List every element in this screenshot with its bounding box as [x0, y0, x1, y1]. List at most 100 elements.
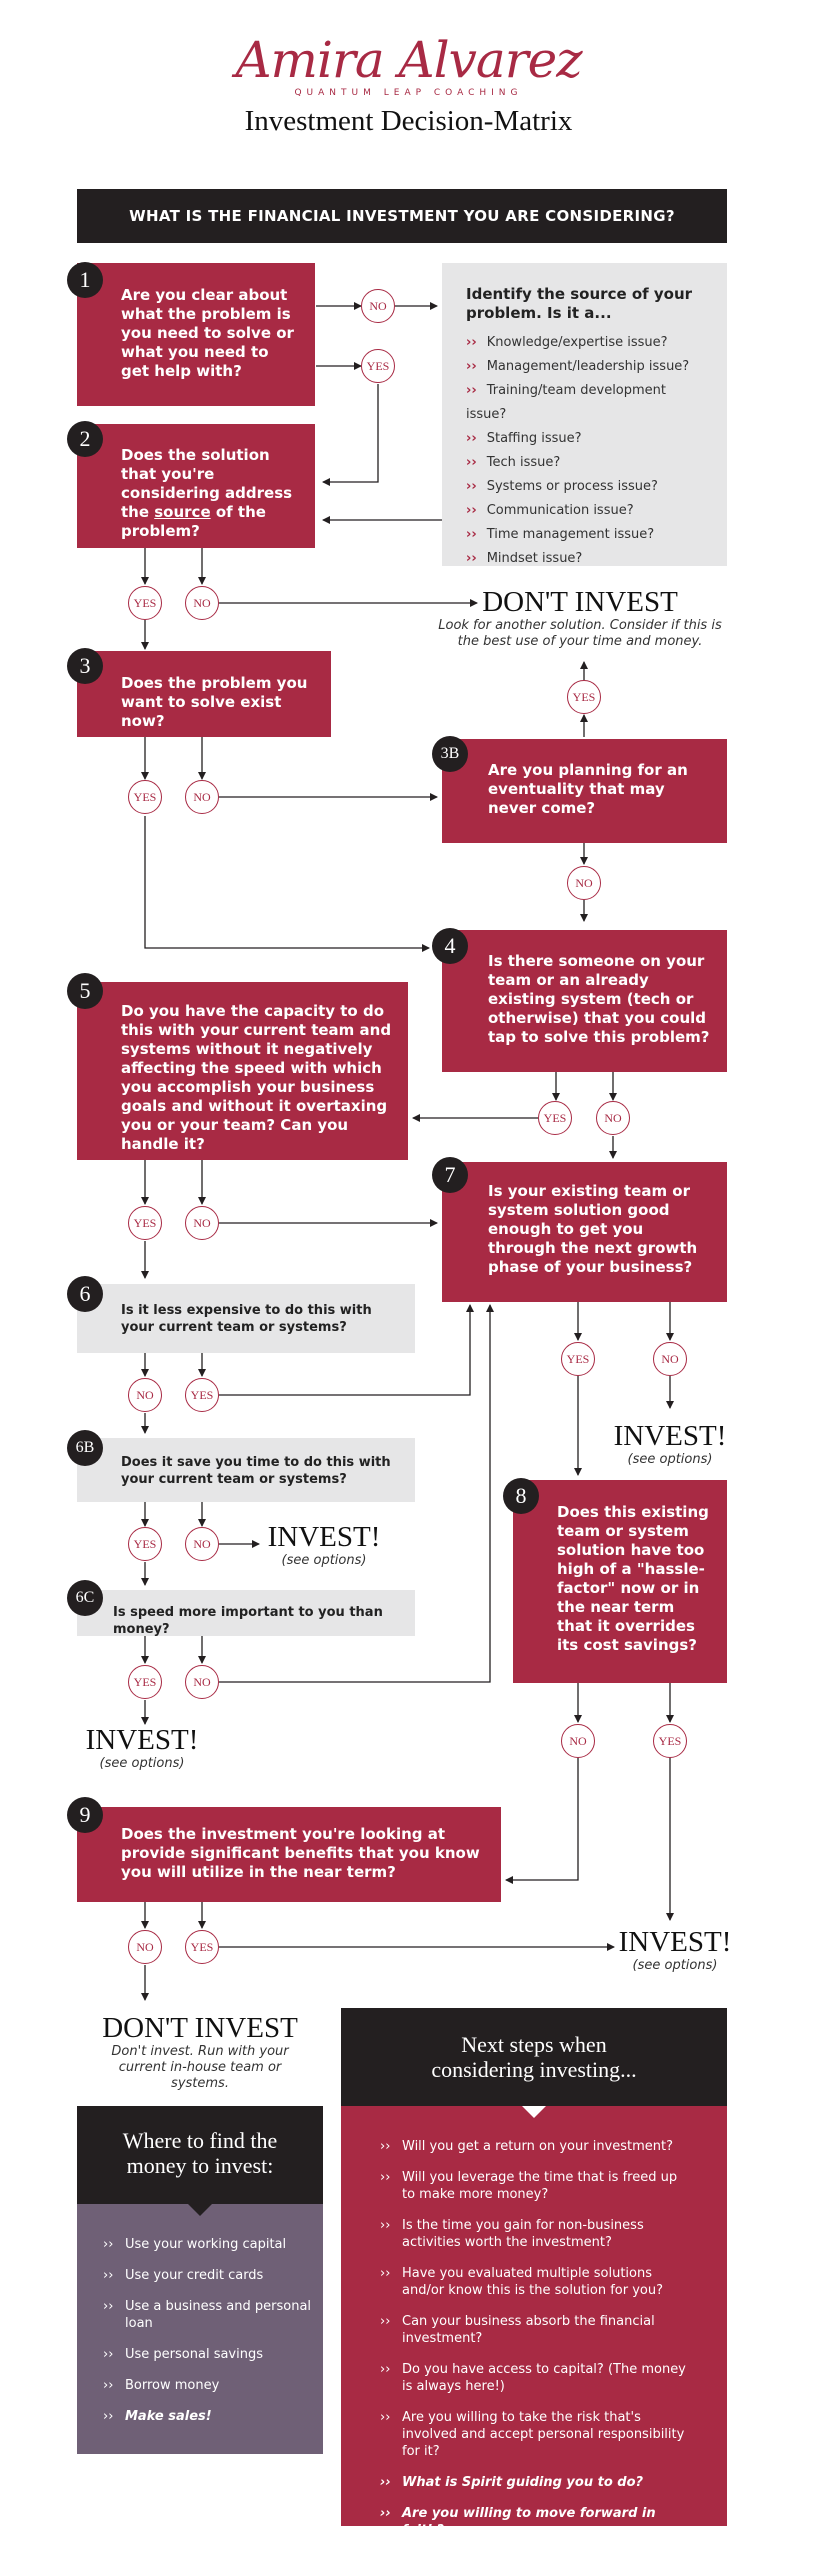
- question-9-text: Does the investment you're looking at pr…: [121, 1825, 480, 1881]
- question-7-text: Is your existing team or system solution…: [488, 1182, 698, 1276]
- question-2-text: Does the solution that you're considerin…: [121, 446, 293, 521]
- question-4-box: Is there someone on your team or an alre…: [442, 930, 727, 1072]
- q6b-yes-circle: YES: [128, 1527, 162, 1561]
- invest-outcome-q6c: INVEST! (see options): [80, 1724, 204, 1772]
- dont-invest-title-1: DON'T INVEST: [482, 586, 678, 618]
- question-6b-text: Does it save you time to do this with yo…: [121, 1455, 391, 1487]
- issue-item: Training/team development issue?: [466, 379, 707, 427]
- issue-item: Tech issue?: [466, 451, 707, 475]
- q7-yes-circle: YES: [561, 1342, 595, 1376]
- question-8-box: Does this existing team or system soluti…: [513, 1480, 727, 1683]
- question-6c-text: Is speed more important to you than mone…: [113, 1605, 383, 1637]
- question-6c-box: Is speed more important to you than mone…: [77, 1590, 415, 1637]
- issue-item: Knowledge/expertise issue?: [466, 331, 707, 355]
- question-9-number: 9: [67, 1797, 103, 1833]
- money-source-item: Use a business and personal loan: [103, 2298, 313, 2332]
- question-7-number: 7: [432, 1157, 468, 1193]
- money-panel-pointer: [188, 2204, 212, 2216]
- q3b-no-circle: NO: [567, 866, 601, 900]
- money-panel-list-wrap: Use your working capitalUse your credit …: [103, 2236, 313, 2425]
- question-3-box: Does the problem you want to solve exist…: [77, 651, 331, 737]
- question-3-number: 3: [67, 648, 103, 684]
- dont-invest-title-2: DON'T INVEST: [102, 2012, 298, 2044]
- question-6b-box: Does it save you time to do this with yo…: [77, 1438, 415, 1502]
- question-1-number: 1: [67, 262, 103, 298]
- money-last-item: ››Make sales!: [103, 2409, 212, 2424]
- q2-yes-circle: YES: [128, 586, 162, 620]
- invest-title: INVEST!: [618, 1926, 732, 1958]
- q3-yes-circle: YES: [128, 780, 162, 814]
- money-panel-header: Where to find the money to invest:: [77, 2106, 323, 2204]
- question-4-number: 4: [432, 928, 468, 964]
- question-6-box: Is it less expensive to do this with you…: [77, 1284, 415, 1353]
- next-steps-title: Next steps when considering investing...: [431, 2032, 637, 2082]
- question-3b-box: Are you planning for an eventuality that…: [442, 739, 727, 843]
- question-8-text: Does this existing team or system soluti…: [557, 1503, 709, 1654]
- next-step-item: Is the time you gain for non-business ac…: [380, 2217, 690, 2251]
- question-5-number: 5: [67, 973, 103, 1009]
- q4-no-circle: NO: [596, 1101, 630, 1135]
- next-step-item: Will you get a return on your investment…: [380, 2138, 690, 2155]
- issue-item: Communication issue?: [466, 499, 707, 523]
- brand-tagline: QUANTUM LEAP COACHING: [294, 88, 523, 98]
- see-options-note: (see options): [632, 1958, 718, 1973]
- q4-yes-circle: YES: [538, 1101, 572, 1135]
- question-9-box: Does the investment you're looking at pr…: [77, 1807, 501, 1902]
- question-1-text: Are you clear about what the problem is …: [121, 286, 294, 380]
- question-2-number: 2: [67, 421, 103, 457]
- q3-no-circle: NO: [185, 780, 219, 814]
- question-3-text: Does the problem you want to solve exist…: [121, 674, 308, 730]
- q6c-no-circle: NO: [185, 1665, 219, 1699]
- question-6c-number: 6C: [67, 1580, 103, 1616]
- next-steps-header: Next steps when considering investing...: [341, 2008, 727, 2106]
- question-1-box: Are you clear about what the problem is …: [77, 263, 315, 406]
- question-8-number: 8: [503, 1478, 539, 1514]
- make-sales-text: Make sales!: [125, 2409, 212, 2424]
- q9-yes-circle: YES: [185, 1930, 219, 1964]
- q6b-no-circle: NO: [185, 1527, 219, 1561]
- q8-yes-circle: YES: [653, 1724, 687, 1758]
- money-source-item: Use your credit cards: [103, 2267, 313, 2284]
- issue-item: Mindset issue?: [466, 547, 707, 571]
- q6c-yes-circle: YES: [128, 1665, 162, 1699]
- q3b-yes-circle: YES: [567, 680, 601, 714]
- see-options-note: (see options): [627, 1452, 713, 1467]
- question-banner: WHAT IS THE FINANCIAL INVESTMENT YOU ARE…: [77, 189, 727, 243]
- question-6-number: 6: [67, 1276, 103, 1312]
- q6-no-circle: NO: [128, 1378, 162, 1412]
- question-7-box: Is your existing team or system solution…: [442, 1162, 727, 1302]
- issue-item: Systems or process issue?: [466, 475, 707, 499]
- q9-no-circle: NO: [128, 1930, 162, 1964]
- question-2-box: Does the solution that you're considerin…: [77, 424, 315, 548]
- money-panel-title: Where to find the money to invest:: [122, 2128, 278, 2178]
- question-3b-text: Are you planning for an eventuality that…: [488, 761, 688, 817]
- next-steps-list: Will you get a return on your investment…: [380, 2138, 690, 2539]
- see-options-note: (see options): [99, 1756, 185, 1771]
- invest-title: INVEST!: [267, 1521, 381, 1553]
- q5-no-circle: NO: [185, 1206, 219, 1240]
- q7-no-circle: NO: [653, 1342, 687, 1376]
- question-4-text: Is there someone on your team or an alre…: [488, 952, 710, 1046]
- money-list: Use your working capitalUse your credit …: [103, 2236, 313, 2394]
- next-step-item: Do you have access to capital? (The mone…: [380, 2361, 690, 2395]
- see-options-note: (see options): [281, 1553, 367, 1568]
- next-step-item: Will you leverage the time that is freed…: [380, 2169, 690, 2203]
- next-step-item: Are you willing to take the risk that's …: [380, 2409, 690, 2460]
- invest-outcome-q9: INVEST! (see options): [613, 1926, 737, 1974]
- q2-no-circle: NO: [185, 586, 219, 620]
- issue-item: Staffing issue?: [466, 427, 707, 451]
- q5-yes-circle: YES: [128, 1206, 162, 1240]
- question-6-text: Is it less expensive to do this with you…: [121, 1303, 372, 1335]
- money-source-item: Use your working capital: [103, 2236, 313, 2253]
- question-3b-number: 3B: [432, 736, 468, 772]
- money-source-item: Use personal savings: [103, 2346, 313, 2363]
- invest-outcome-q6b: INVEST! (see options): [262, 1521, 386, 1569]
- page-title: Investment Decision-Matrix: [244, 105, 573, 137]
- money-source-item: Borrow money: [103, 2377, 313, 2394]
- q1-no-circle: NO: [361, 289, 395, 323]
- next-steps-list-wrap: Will you get a return on your investment…: [380, 2138, 690, 2553]
- dont-invest-sub-2: Don't invest. Run with your current in-h…: [111, 2044, 289, 2091]
- question-5-box: Do you have the capacity to do this with…: [77, 982, 408, 1160]
- dont-invest-sub-1: Look for another solution. Consider if t…: [438, 618, 722, 649]
- q8-no-circle: NO: [561, 1724, 595, 1758]
